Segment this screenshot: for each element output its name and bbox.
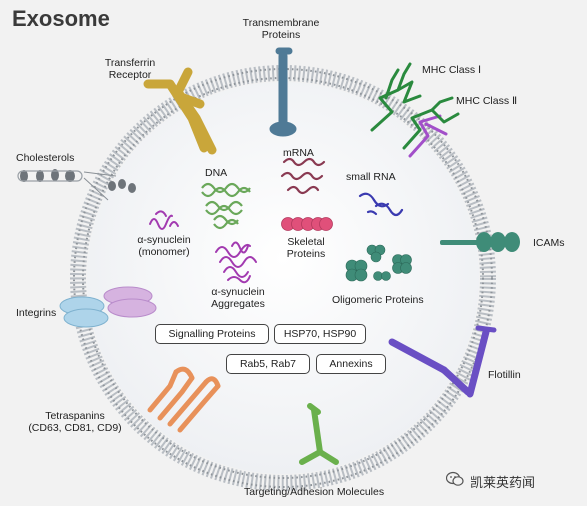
oligomeric-proteins-label: Oligomeric Proteins <box>332 294 424 306</box>
small-rna-label: small RNA <box>346 171 396 183</box>
transmembrane-label: Transmembrane Proteins <box>242 17 320 41</box>
mrna-label: mRNA <box>283 147 314 159</box>
dna-label: DNA <box>205 167 228 179</box>
signalling-proteins-box: Signalling Proteins <box>155 324 269 344</box>
wechat-logo-icon <box>446 471 464 486</box>
cholesterols-label: Cholesterols <box>16 152 75 164</box>
skeletal-proteins-label: Skeletal Proteins <box>286 236 326 260</box>
oligomeric-proteins <box>345 244 412 282</box>
flotillin-protein <box>388 325 497 398</box>
targeting-adhesion-label: Targeting/Adhesion Molecules <box>244 486 385 498</box>
tetraspanins-protein <box>147 366 221 433</box>
lipid-bilayer <box>70 65 496 491</box>
integrins-protein <box>59 286 157 328</box>
icams-label: ICAMs <box>533 237 565 249</box>
alpha-synuclein-monomer-label: α-synuclein (monomer) <box>137 234 191 258</box>
skeletal-proteins <box>281 217 333 231</box>
targeting-adhesion-molecule <box>299 403 339 465</box>
mrna-molecules <box>280 157 326 195</box>
icams-protein <box>440 232 520 252</box>
mhc-class-ii-label: MHC Class Ⅱ <box>456 95 518 107</box>
transferrin-receptor <box>143 67 217 155</box>
rab-box: Rab5, Rab7 <box>226 354 310 374</box>
alpha-synuclein-aggregates-label: α-synuclein Aggregates <box>211 286 265 310</box>
watermark-text: 凯莱英药闻 <box>470 475 536 490</box>
flotillin-label: Flotillin <box>488 369 521 381</box>
transferrin-label: Transferrin Receptor <box>104 57 156 81</box>
diagram-title: Exosome <box>12 6 110 31</box>
cholesterol-molecules <box>17 169 136 201</box>
transmembrane-protein <box>269 47 297 137</box>
alpha-synuclein-monomer <box>149 210 179 230</box>
dna-molecules <box>201 182 251 230</box>
annexins-box: Annexins <box>316 354 386 374</box>
integrins-label: Integrins <box>16 307 57 319</box>
alpha-synuclein-aggregates <box>215 241 257 284</box>
mhc-class-i-label: MHC Class Ⅰ <box>422 64 482 76</box>
mhc-class-i <box>370 62 422 132</box>
tetraspanins-label: Tetraspanins (CD63, CD81, CD9) <box>28 410 122 434</box>
hsp-box: HSP70, HSP90 <box>274 324 366 344</box>
small-rna-molecules <box>358 192 404 217</box>
mhc-class-ii <box>402 96 460 158</box>
